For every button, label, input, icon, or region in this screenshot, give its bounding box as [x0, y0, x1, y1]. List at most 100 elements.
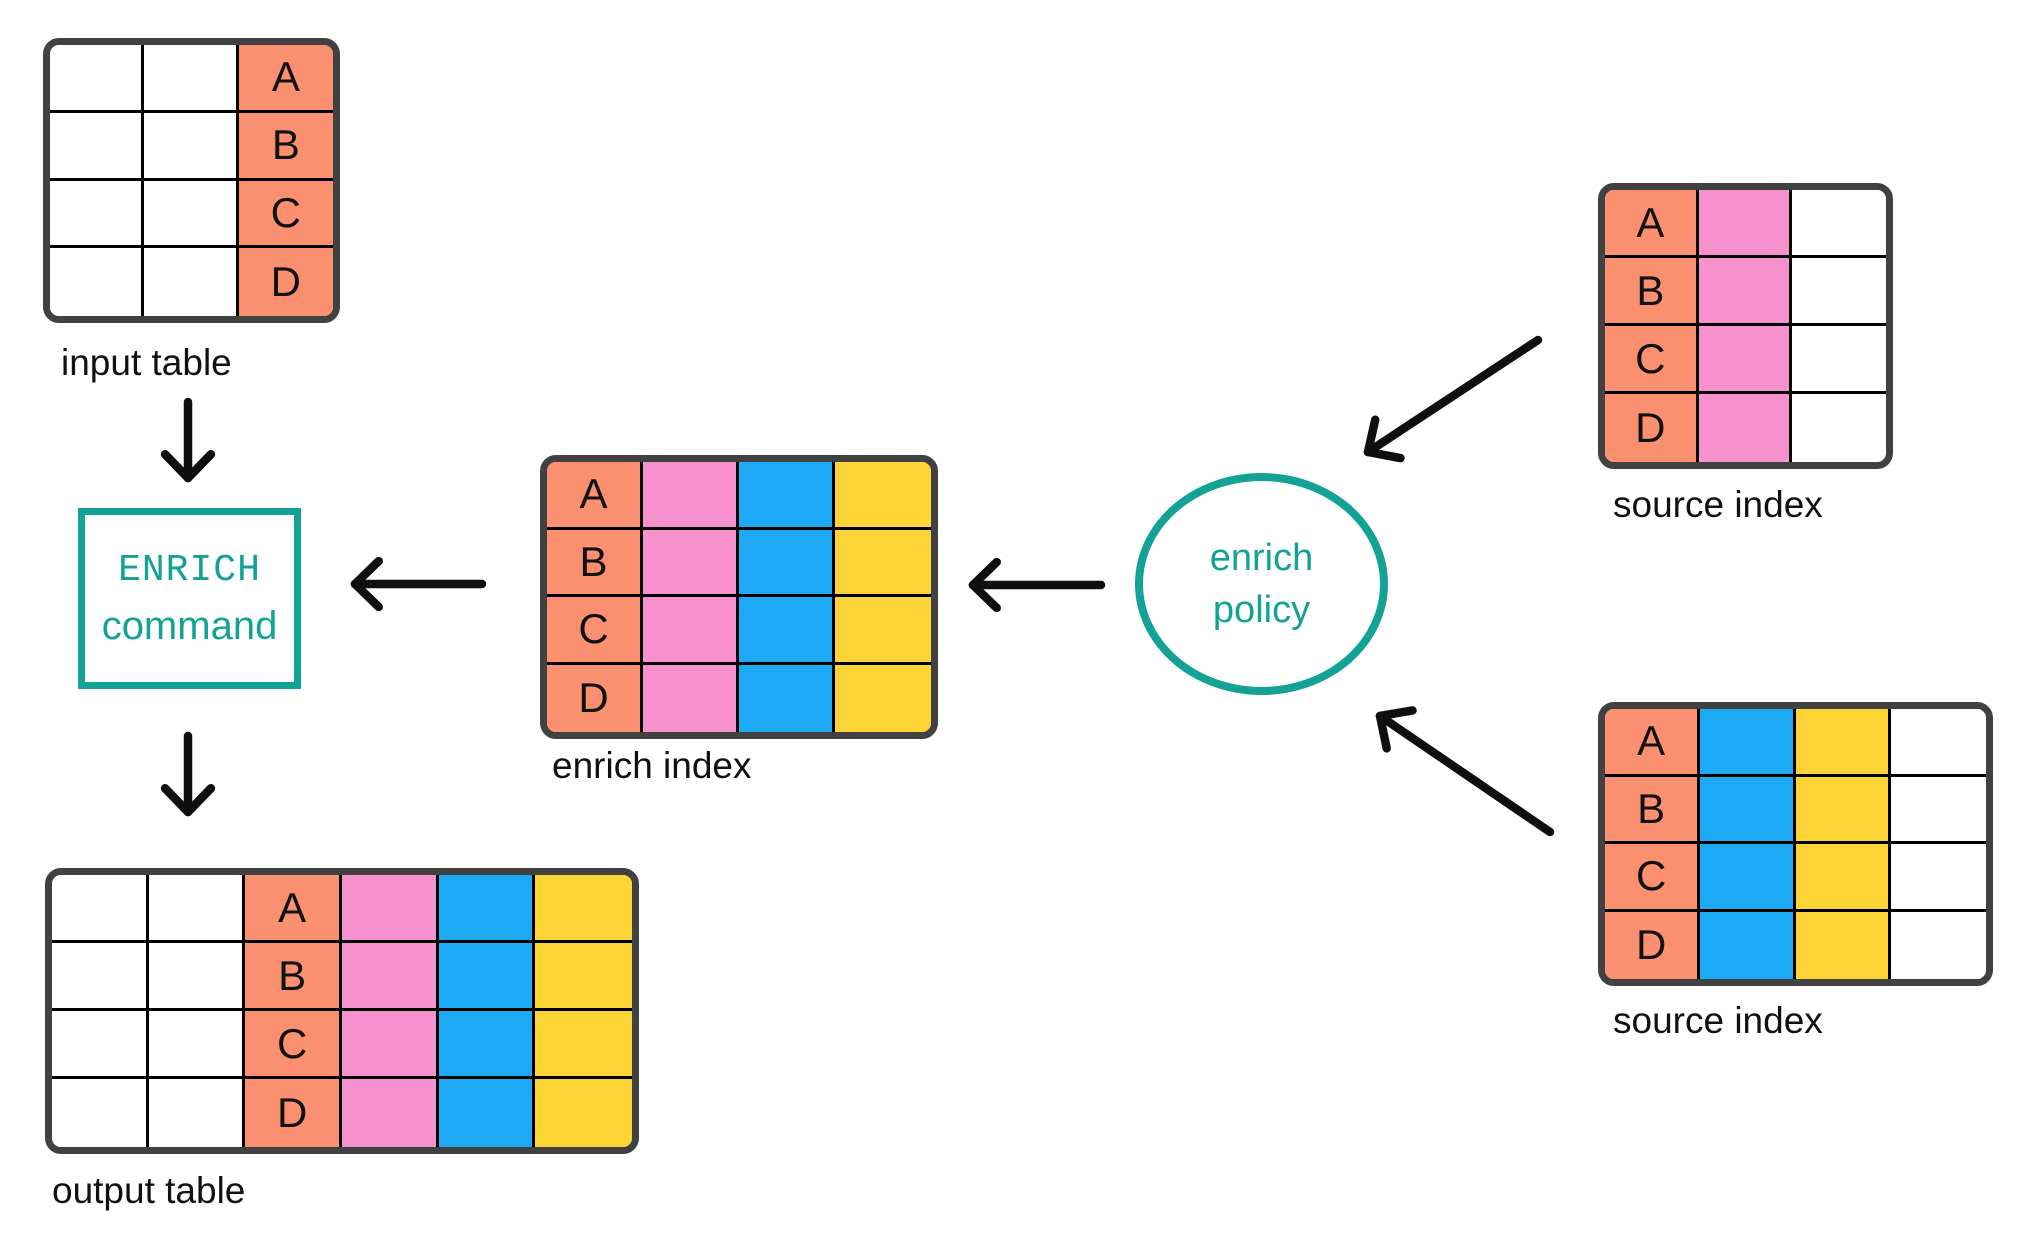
enrich-index-cell-r3c4 — [835, 597, 931, 665]
input-table-label: input table — [61, 342, 232, 383]
output-cell-r1c6 — [535, 875, 632, 943]
source-bottom-cell-r2c4 — [1890, 776, 1986, 844]
source-bottom-cell-r3c4 — [1890, 844, 1986, 912]
source-top-cell-r2c2 — [1698, 258, 1793, 326]
enrich-index-cell-r4c1: D — [547, 664, 643, 732]
output-cell-r3c1 — [52, 1011, 149, 1079]
source-bottom-cell-r1c4 — [1890, 709, 1986, 777]
output-cell-r2c2 — [148, 943, 246, 1011]
source-bottom-cell-r1c3 — [1795, 709, 1891, 777]
source-bottom-cell-r4c2 — [1700, 911, 1796, 979]
input-cell-r3c3: C — [238, 180, 333, 249]
enrich-policy-word1: enrich — [1209, 536, 1314, 579]
arrow-input-to-enrich-command — [160, 397, 216, 483]
source-bottom-cell-r3c2 — [1700, 844, 1796, 912]
source-index-top-label: source index — [1613, 484, 1823, 525]
arrow-enrich-index-to-enrich-command — [350, 556, 487, 612]
enrich-index-cell-r3c1: C — [547, 597, 643, 665]
input-cell-r1c3: A — [238, 45, 333, 113]
input-cell-r4c1 — [50, 248, 145, 316]
enrich-policy-word2: policy — [1212, 589, 1311, 631]
input-cell-r1c2 — [144, 45, 239, 113]
arrow-enrich-command-to-output — [160, 731, 216, 817]
source-top-cell-r2c1: B — [1605, 258, 1699, 326]
source-top-cell-r3c3 — [1792, 326, 1886, 394]
enrich-index-cell-r1c3 — [739, 462, 835, 530]
input-cell-r4c3: D — [238, 248, 333, 316]
enrich-index-cell-r1c2 — [643, 462, 739, 530]
output-cell-r3c2 — [148, 1011, 246, 1079]
enrich-command-node: ENRICH command — [78, 508, 301, 689]
source-top-cell-r2c3 — [1792, 258, 1886, 326]
enrich-command-word: command — [101, 603, 278, 648]
source-bottom-cell-r2c2 — [1700, 776, 1796, 844]
arrow-source-top-to-enrich-policy — [1363, 335, 1543, 463]
output-table-label: output table — [52, 1170, 246, 1211]
source-bottom-cell-r3c3 — [1795, 844, 1891, 912]
output-cell-r4c6 — [535, 1079, 632, 1147]
input-cell-r4c2 — [144, 248, 239, 316]
source-bottom-cell-r4c4 — [1890, 911, 1986, 979]
output-cell-r1c5 — [438, 875, 536, 943]
source-top-cell-r1c1: A — [1605, 190, 1699, 258]
output-cell-r3c4 — [341, 1011, 439, 1079]
output-cell-r4c1 — [52, 1079, 149, 1147]
source-bottom-cell-r2c3 — [1795, 776, 1891, 844]
output-cell-r4c2 — [148, 1079, 246, 1147]
enrich-index-cell-r2c1: B — [547, 529, 643, 597]
input-cell-r3c2 — [144, 180, 239, 249]
source-top-cell-r4c2 — [1698, 394, 1793, 462]
enrich-index-cell-r1c4 — [835, 462, 931, 530]
arrow-enrich-policy-to-enrich-index — [968, 557, 1106, 613]
output-cell-r2c5 — [438, 943, 536, 1011]
output-cell-r1c3: A — [245, 875, 342, 943]
source-top-cell-r1c3 — [1792, 190, 1886, 258]
output-cell-r4c3: D — [245, 1079, 342, 1147]
source-top-cell-r3c2 — [1698, 326, 1793, 394]
output-cell-r3c6 — [535, 1011, 632, 1079]
source-bottom-cell-r4c3 — [1795, 911, 1891, 979]
output-cell-r2c6 — [535, 943, 632, 1011]
source-bottom-cell-r1c1: A — [1605, 709, 1701, 777]
source-top-cell-r4c1: D — [1605, 394, 1699, 462]
enrich-index-cell-r2c2 — [643, 529, 739, 597]
source-index-bottom-label: source index — [1613, 1000, 1823, 1041]
source-top-cell-r4c3 — [1792, 394, 1886, 462]
output-cell-r1c4 — [341, 875, 439, 943]
input-cell-r2c1 — [50, 112, 145, 181]
input-cell-r1c1 — [50, 45, 145, 113]
enrich-index-cell-r2c3 — [739, 529, 835, 597]
source-bottom-cell-r2c1: B — [1605, 776, 1701, 844]
enrich-index-label: enrich index — [552, 745, 752, 786]
output-cell-r4c5 — [438, 1079, 536, 1147]
enrich-index-cell-r1c1: A — [547, 462, 643, 530]
output-cell-r2c1 — [52, 943, 149, 1011]
output-cell-r1c2 — [148, 875, 246, 943]
enrich-index-cell-r4c2 — [643, 664, 739, 732]
enrich-index-cell-r3c3 — [739, 597, 835, 665]
source-top-cell-r1c2 — [1698, 190, 1793, 258]
enrich-index-cell-r4c4 — [835, 664, 931, 732]
input-cell-r3c1 — [50, 180, 145, 249]
enrich-command-keyword: ENRICH — [118, 548, 261, 592]
output-cell-r2c4 — [341, 943, 439, 1011]
source-bottom-cell-r3c1: C — [1605, 844, 1701, 912]
enrich-index-cell-r2c4 — [835, 529, 931, 597]
enrich-index-cell-r4c3 — [739, 664, 835, 732]
enrich-policy-node: enrich policy — [1135, 473, 1388, 695]
output-cell-r4c4 — [341, 1079, 439, 1147]
source-bottom-cell-r1c2 — [1700, 709, 1796, 777]
output-cell-r3c3: C — [245, 1011, 342, 1079]
source-top-cell-r3c1: C — [1605, 326, 1699, 394]
source-bottom-cell-r4c1: D — [1605, 911, 1701, 979]
arrow-source-bottom-to-enrich-policy — [1375, 706, 1555, 837]
input-cell-r2c2 — [144, 112, 239, 181]
output-cell-r1c1 — [52, 875, 149, 943]
input-cell-r2c3: B — [238, 112, 333, 181]
